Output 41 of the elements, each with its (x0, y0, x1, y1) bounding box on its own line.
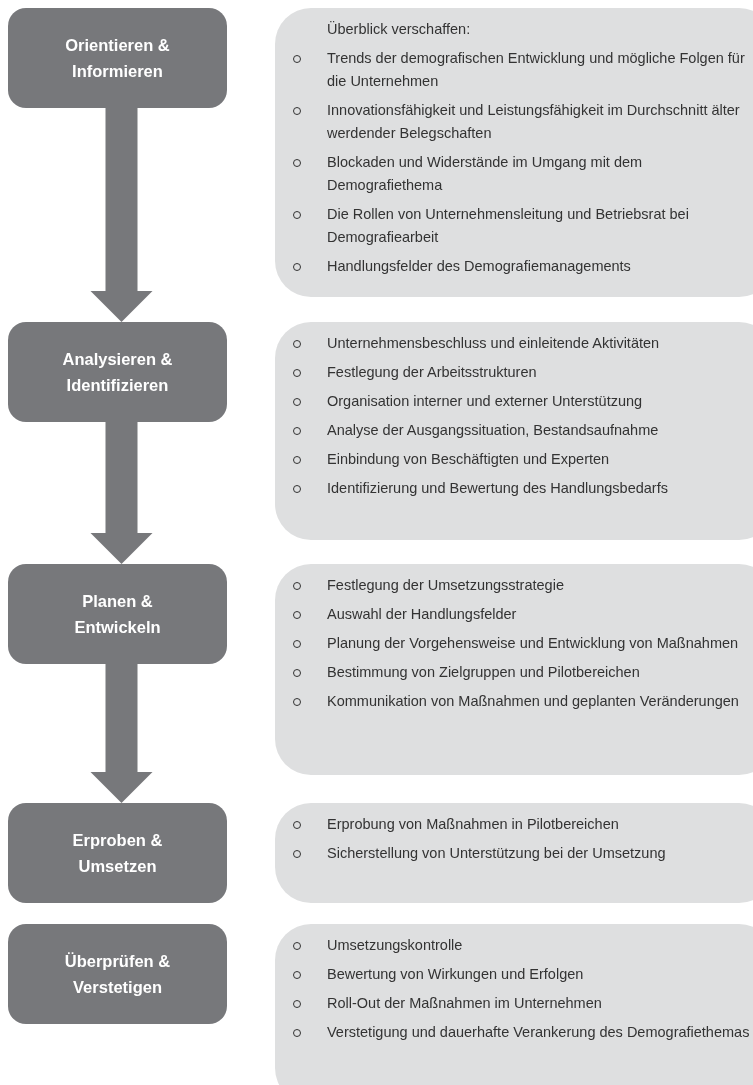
step-title: Überprüfen & Verstetigen (63, 951, 172, 998)
list-item: Innovationsfähigkeit und Leistungsfähigkeit im Durchschnitt älter werdender Belegschaften (327, 101, 741, 143)
list-item: Umsetzungskontrolle (327, 936, 464, 955)
list-item: Erprobung von Maßnahmen in Pilotbereichen (327, 815, 620, 834)
list-item: Trends der demografischen Entwicklung und mögliche Folgen für die Unternehmen (327, 49, 746, 91)
list-item: Auswahl der Handlungsfelder (327, 605, 518, 624)
list-item: Einbindung von Beschäftigten und Experten (327, 450, 611, 469)
list-item: Verstetigung und dauerhafte Verankerung des Demografiethemas (327, 1023, 751, 1042)
list-item: Festlegung der Umsetzungsstrategie (327, 576, 565, 595)
step-box (8, 8, 227, 108)
list-item: Analyse der Ausgangssituation, Bestandsaufnahme (327, 421, 660, 440)
step-title: Planen & Entwickeln (73, 591, 162, 638)
step-title: Orientieren & Informieren (64, 35, 171, 82)
step-title: Analysieren & Identifizieren (61, 349, 174, 396)
activity-panel (275, 564, 753, 775)
list-heading: Überblick verschaffen: (327, 20, 472, 39)
list-item: Kommunikation von Maßnahmen und geplanten Veränderungen (327, 692, 740, 711)
block-arrow (90, 664, 153, 803)
list-item: Die Rollen von Unternehmensleitung und Betriebsrat bei Demografiearbeit (327, 205, 690, 247)
list-item: Roll-Out der Maßnahmen im Unternehmen (327, 994, 603, 1013)
step-title: Erproben & Umsetzen (71, 830, 164, 877)
activity-panel (275, 924, 753, 1085)
list-item: Unternehmensbeschluss und einleitende Aktivitäten (327, 334, 661, 353)
list-item: Sicherstellung von Unterstützung bei der Umsetzung (327, 844, 667, 863)
list-item: Identifizierung und Bewertung des Handlungsbedarfs (327, 479, 669, 498)
activity-panel (275, 803, 753, 903)
list-item: Blockaden und Widerstände im Umgang mit dem Demografiethema (327, 153, 644, 195)
block-arrow (90, 108, 153, 322)
step-box (8, 322, 227, 422)
activity-panel (275, 8, 753, 297)
list-item: Bewertung von Wirkungen und Erfolgen (327, 965, 585, 984)
block-arrow (90, 422, 153, 564)
step-box (8, 564, 227, 664)
list-item: Handlungsfelder des Demografiemanagements (327, 257, 632, 276)
list-item: Festlegung der Arbeitsstrukturen (327, 363, 538, 382)
list-item: Bestimmung von Zielgruppen und Pilotbereichen (327, 663, 641, 682)
list-item: Organisation interner und externer Unterstützung (327, 392, 644, 411)
step-box (8, 803, 227, 903)
step-box (8, 924, 227, 1024)
list-item: Planung der Vorgehensweise und Entwicklung von Maßnahmen (327, 634, 740, 653)
activity-panel (275, 322, 753, 540)
